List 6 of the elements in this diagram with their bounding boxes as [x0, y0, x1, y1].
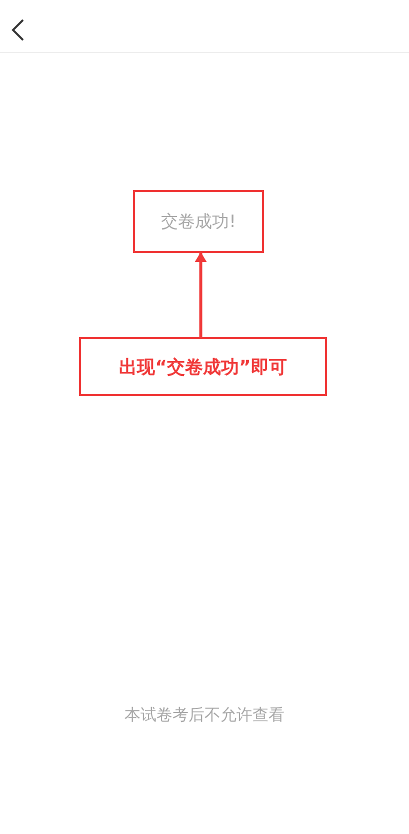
message-box — [133, 190, 264, 253]
notice-text: 本试卷考后不允许查看 — [124, 705, 286, 726]
note-box — [79, 337, 327, 396]
arrow — [194, 252, 207, 337]
note-text: 出现“交卷成功”即可 — [119, 356, 287, 378]
note-text: 交卷成功! — [161, 211, 236, 233]
